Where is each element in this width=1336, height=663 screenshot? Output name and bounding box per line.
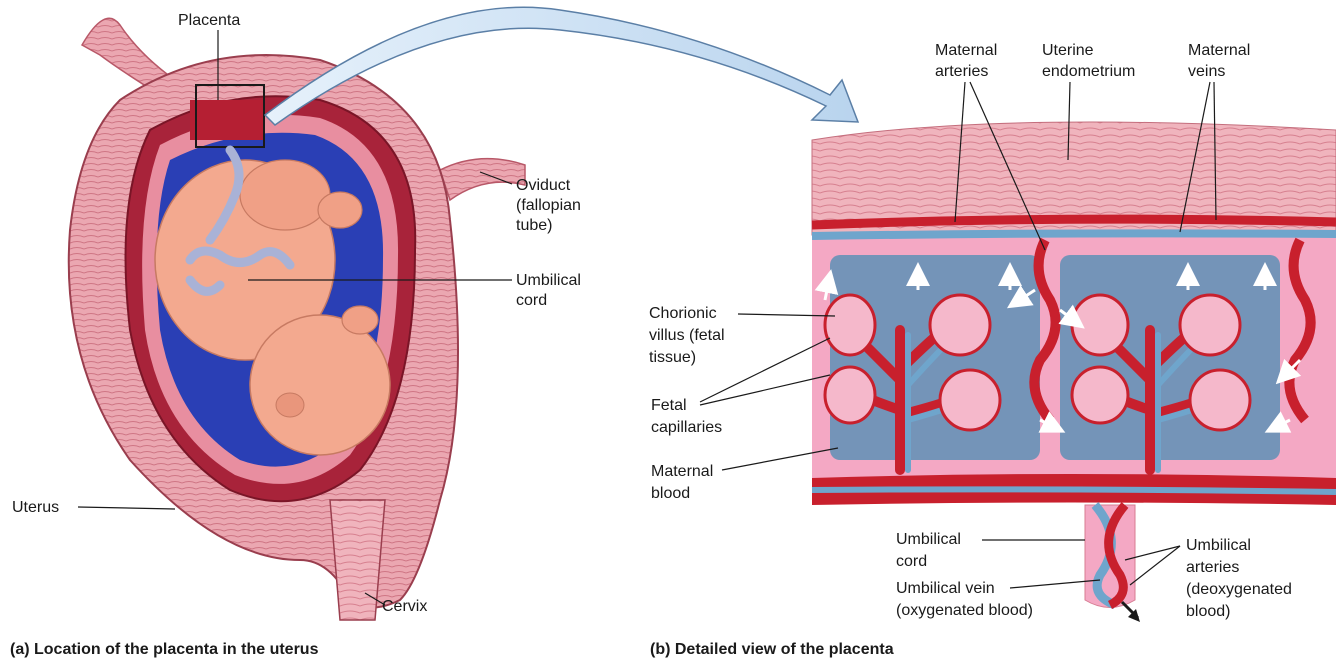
label-cervix: Cervix [382, 598, 427, 615]
label-oviduct: Oviduct (fallopian tube) [516, 177, 581, 234]
label-maternal-arteries: Maternal arteries [935, 42, 997, 80]
svg-text:arteries: arteries [935, 63, 988, 80]
svg-text:Umbilical: Umbilical [896, 531, 961, 548]
label-umbilical-cord-b: Umbilical cord [896, 531, 961, 570]
label-umbilical-cord-a: Umbilical cord [516, 272, 581, 309]
svg-text:Umbilical: Umbilical [516, 272, 581, 289]
label-maternal-blood: Maternal blood [651, 463, 713, 502]
svg-text:capillaries: capillaries [651, 419, 722, 436]
svg-text:(fallopian: (fallopian [516, 197, 581, 214]
svg-text:(deoxygenated: (deoxygenated [1186, 581, 1292, 598]
svg-text:villus (fetal: villus (fetal [649, 327, 725, 344]
caption-b: (b) Detailed view of the placenta [650, 641, 894, 658]
label-maternal-veins: Maternal veins [1188, 42, 1250, 80]
svg-text:Chorionic: Chorionic [649, 305, 717, 322]
svg-text:tube): tube) [516, 217, 552, 234]
svg-text:blood: blood [651, 485, 690, 502]
svg-text:Umbilical: Umbilical [1186, 537, 1251, 554]
svg-text:Maternal: Maternal [651, 463, 713, 480]
label-umbilical-arteries: Umbilical arteries (deoxygenated blood) [1186, 537, 1292, 620]
svg-text:Maternal: Maternal [1188, 42, 1250, 59]
svg-text:endometrium: endometrium [1042, 63, 1135, 80]
svg-text:arteries: arteries [1186, 559, 1239, 576]
maternal-vein-band [812, 233, 1336, 236]
label-chorionic-villus: Chorionic villus (fetal tissue) [649, 305, 725, 366]
svg-text:tissue): tissue) [649, 349, 696, 366]
placenta-region [190, 100, 265, 140]
panel-b-detail [812, 122, 1336, 622]
svg-text:Oviduct: Oviduct [516, 177, 571, 194]
svg-text:cord: cord [516, 292, 547, 309]
label-uterus: Uterus [12, 499, 59, 516]
label-uterine-endometrium: Uterine endometrium [1042, 42, 1135, 80]
svg-text:(oxygenated blood): (oxygenated blood) [896, 602, 1033, 619]
svg-text:Uterine: Uterine [1042, 42, 1094, 59]
svg-text:veins: veins [1188, 63, 1225, 80]
svg-text:blood): blood) [1186, 603, 1230, 620]
right-oviduct [440, 159, 525, 200]
maternal-blood-pool-2 [1060, 255, 1280, 460]
svg-text:cord: cord [896, 553, 927, 570]
label-placenta: Placenta [178, 12, 240, 29]
caption-a: (a) Location of the placenta in the uter… [10, 641, 319, 658]
svg-text:Maternal: Maternal [935, 42, 997, 59]
svg-text:Fetal: Fetal [651, 397, 687, 414]
svg-text:Umbilical vein: Umbilical vein [896, 580, 995, 597]
label-umbilical-vein: Umbilical vein (oxygenated blood) [896, 580, 1033, 619]
cervix [330, 500, 385, 620]
